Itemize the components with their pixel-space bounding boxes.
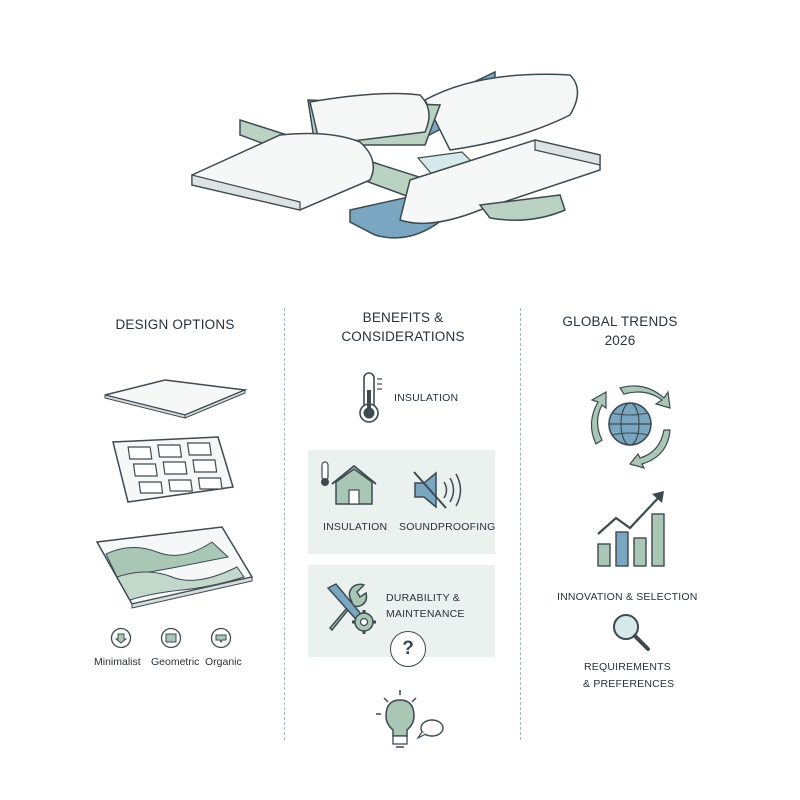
- organic-icon: [210, 627, 232, 649]
- globe-cycle-icon: [590, 385, 671, 469]
- global-trends-title: GLOBAL TRENDS 2026: [545, 312, 695, 350]
- column-divider-left: [284, 308, 285, 740]
- geometric-icon: [160, 627, 182, 649]
- coffered-panel-icon: [112, 436, 234, 503]
- magnifier-icon: [613, 614, 650, 651]
- hero-ceiling-panels-illustration: [191, 70, 601, 239]
- white-panel-right: [399, 139, 601, 225]
- requirements-label-line2: & PREFERENCES: [583, 678, 675, 690]
- global-trends-title-line2: 2026: [604, 333, 636, 348]
- benefits-title-line2: CONSIDERATIONS: [341, 329, 465, 344]
- organic-wave-panel-icon: [95, 526, 254, 609]
- thermometer-icon: [359, 372, 382, 423]
- minimalist-icon: [110, 627, 132, 649]
- question-mark-icon: ?: [390, 631, 426, 667]
- growth-bar-chart-icon: [597, 491, 665, 567]
- flat-panel-icon: [104, 379, 248, 419]
- insulation-top-label: INSULATION: [394, 392, 459, 404]
- style-label-minimalist: Minimalist: [94, 656, 141, 668]
- house-thermometer-icon: [321, 461, 377, 505]
- benefits-title: BENEFITS & CONSIDERATIONS: [310, 308, 496, 346]
- column-divider-right: [520, 308, 521, 740]
- global-trends-title-line1: GLOBAL TRENDS: [562, 314, 678, 329]
- white-ribbon: [424, 73, 579, 151]
- innovation-selection-label: INNOVATION & SELECTION: [557, 591, 698, 603]
- wrench-gear-icon: [326, 583, 376, 634]
- soundproofing-speaker-icon: [413, 471, 462, 509]
- lightbulb-idea-icon: [376, 690, 444, 748]
- soundproofing-panel-label: SOUNDPROOFING: [399, 521, 496, 533]
- style-label-geometric: Geometric: [151, 656, 200, 668]
- benefits-title-line1: BENEFITS &: [362, 310, 444, 325]
- insulation-panel-label: INSULATION: [323, 521, 388, 533]
- durability-label-line2: MAINTENANCE: [386, 608, 465, 620]
- durability-label-line1: DURABILITY &: [386, 592, 460, 604]
- design-options-title: DESIGN OPTIONS: [115, 317, 235, 332]
- green-bar-bottom: [478, 194, 566, 221]
- requirements-label-line1: REQUIREMENTS: [584, 661, 671, 673]
- white-panel-top: [309, 92, 430, 146]
- style-label-organic: Organic: [205, 656, 242, 668]
